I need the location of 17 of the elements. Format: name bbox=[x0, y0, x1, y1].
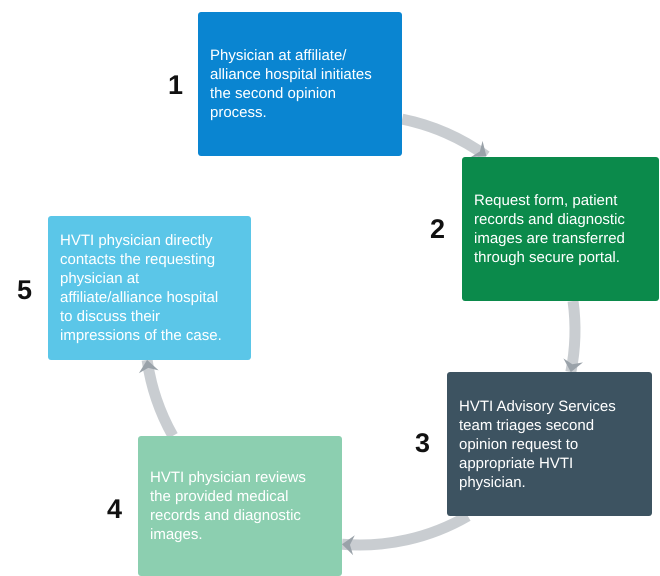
step-number: 3 bbox=[415, 428, 430, 459]
step-box bbox=[48, 216, 251, 360]
step-number: 2 bbox=[430, 214, 446, 245]
step-text: Request form, patient records and diagnostic images are transferred through secure portal. bbox=[474, 191, 626, 267]
step-box bbox=[462, 157, 659, 301]
step-box bbox=[198, 12, 402, 156]
step-text: Physician at affiliate/ alliance hospital initiates the second opinion process. bbox=[210, 46, 373, 122]
step-box bbox=[447, 372, 652, 516]
step-text: HVTI physician reviews the provided medical records and diagnostic images. bbox=[150, 468, 307, 544]
arrow bbox=[563, 300, 583, 374]
step-number: 1 bbox=[168, 70, 184, 101]
step-box bbox=[138, 436, 342, 576]
step-text: HVTI Advisory Services team triages second opinion request to appropriate HVTI physician. bbox=[459, 396, 617, 492]
step-text: HVTI physician directly contacts the requesting physician at affiliate/alliance hospital to discuss their impressions of the case. bbox=[60, 231, 223, 345]
arrow bbox=[139, 359, 178, 438]
step-number: 4 bbox=[107, 494, 122, 525]
step-number: 5 bbox=[17, 275, 32, 306]
